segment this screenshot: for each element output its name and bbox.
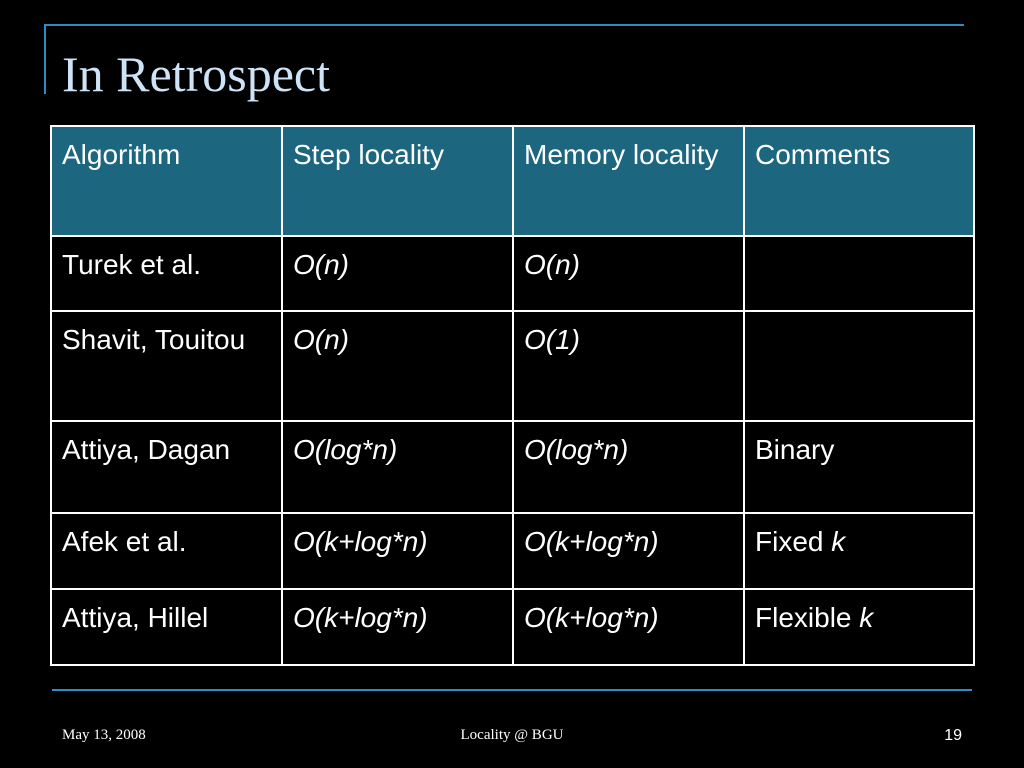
footer-accent-line (52, 689, 972, 691)
cell-comment (743, 310, 975, 422)
cell-step-locality: O(n) (281, 235, 514, 312)
header-memory-locality: Memory locality (512, 125, 745, 237)
comment-text: Binary (755, 434, 835, 465)
cell-memory-locality: O(k+log*n) (512, 588, 745, 666)
algorithm-comparison-table: Algorithm Step locality Memory locality … (50, 125, 975, 666)
table-row: Attiya, Dagan O(log*n) O(log*n) Binary (50, 420, 975, 514)
cell-comment (743, 235, 975, 312)
slide-number: 19 (944, 727, 962, 744)
footer-date: May 13, 2008 (62, 727, 146, 743)
comment-variable: k (831, 526, 846, 557)
comment-text: Fixed (755, 526, 832, 557)
slide-title: In Retrospect (62, 46, 330, 102)
title-accent-bar (44, 24, 46, 94)
cell-step-locality: O(k+log*n) (281, 512, 514, 590)
cell-algorithm: Attiya, Hillel (50, 588, 283, 666)
table-row: Attiya, Hillel O(k+log*n) O(k+log*n) Fle… (50, 588, 975, 666)
cell-memory-locality: O(1) (512, 310, 745, 422)
cell-step-locality: O(log*n) (281, 420, 514, 514)
cell-comment: Fixed k (743, 512, 975, 590)
table-header-row: Algorithm Step locality Memory locality … (50, 125, 975, 237)
header-step-locality: Step locality (281, 125, 514, 237)
cell-step-locality: O(k+log*n) (281, 588, 514, 666)
cell-algorithm: Afek et al. (50, 512, 283, 590)
comment-variable: k (859, 602, 874, 633)
cell-memory-locality: O(k+log*n) (512, 512, 745, 590)
title-accent-line (44, 24, 964, 26)
cell-memory-locality: O(n) (512, 235, 745, 312)
cell-algorithm: Shavit, Touitou (50, 310, 283, 422)
cell-comment: Binary (743, 420, 975, 514)
cell-memory-locality: O(log*n) (512, 420, 745, 514)
footer-center-text: Locality @ BGU (460, 727, 564, 743)
cell-algorithm: Attiya, Dagan (50, 420, 283, 514)
comment-text: Flexible (755, 602, 860, 633)
cell-step-locality: O(n) (281, 310, 514, 422)
table-row: Afek et al. O(k+log*n) O(k+log*n) Fixed … (50, 512, 975, 590)
table-row: Shavit, Touitou O(n) O(1) (50, 310, 975, 422)
header-comments: Comments (743, 125, 975, 237)
table-row: Turek et al. O(n) O(n) (50, 235, 975, 312)
header-algorithm: Algorithm (50, 125, 283, 237)
cell-algorithm: Turek et al. (50, 235, 283, 312)
cell-comment: Flexible k (743, 588, 975, 666)
